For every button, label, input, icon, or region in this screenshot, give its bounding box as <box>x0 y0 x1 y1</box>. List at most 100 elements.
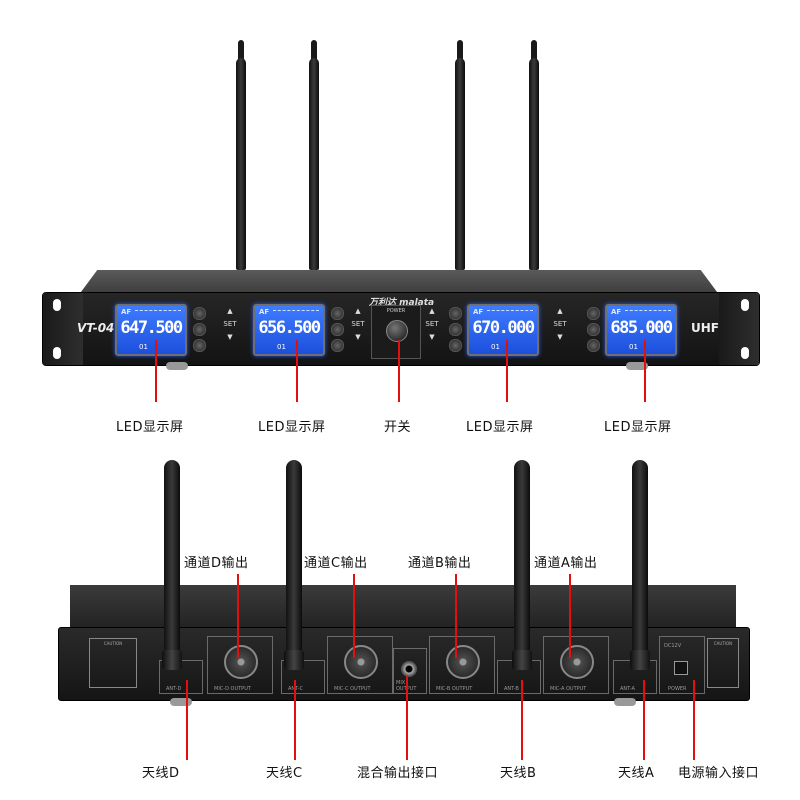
mic-b-panel: MIC-B OUTPUT <box>429 636 495 694</box>
label-lcd-2: LED显示屏 <box>258 420 326 435</box>
callout-line <box>398 340 400 402</box>
label-output-d: 通道D输出 <box>184 556 249 571</box>
down-arrow-icon[interactable]: ▼ <box>429 333 435 341</box>
label-output-a: 通道A输出 <box>534 556 598 571</box>
back-top-cover <box>70 585 736 629</box>
channel-button[interactable] <box>587 339 600 352</box>
callout-line <box>506 340 508 402</box>
band-label: UHF <box>691 321 719 335</box>
up-arrow-icon[interactable]: ▲ <box>429 307 435 315</box>
label-lcd-3: LED显示屏 <box>466 420 534 435</box>
lcd-frequency: 647.500 <box>120 318 183 338</box>
mix-output-panel: MIX OUTPUT <box>393 648 427 694</box>
button-column-3 <box>449 307 462 355</box>
channel-button[interactable] <box>331 323 344 336</box>
set-controls-2: ▲ SET ▼ <box>347 305 369 344</box>
set-button[interactable]: SET <box>553 320 567 328</box>
power-label: POWER <box>386 308 406 314</box>
lcd-display-2: AF 656.500 01 <box>253 304 325 356</box>
channel-button[interactable] <box>331 307 344 320</box>
antenna-3 <box>455 58 465 270</box>
antenna-b <box>514 460 530 670</box>
set-controls-4: ▲ SET ▼ <box>549 305 571 344</box>
callout-line <box>294 680 296 760</box>
label-output-c: 通道C输出 <box>304 556 368 571</box>
brand-logo: 万利达 malata <box>369 298 435 308</box>
channel-button[interactable] <box>193 307 206 320</box>
set-button[interactable]: SET <box>223 320 237 328</box>
label-mix-output: 混合输出接口 <box>357 766 439 781</box>
rubber-foot <box>614 698 636 706</box>
rubber-foot <box>170 698 192 706</box>
antenna-connector <box>630 650 650 670</box>
label-antenna-c: 天线C <box>266 766 303 781</box>
xlr-output-b[interactable] <box>446 645 480 679</box>
channel-button[interactable] <box>587 323 600 336</box>
channel-button[interactable] <box>193 339 206 352</box>
power-knob[interactable] <box>386 320 408 342</box>
label-antenna-d: 天线D <box>142 766 180 781</box>
mix-output-jack[interactable] <box>401 661 417 677</box>
mic-d-panel: MIC-D OUTPUT <box>207 636 273 694</box>
mic-c-panel: MIC-C OUTPUT <box>327 636 393 694</box>
caution-sticker: CAUTION <box>89 638 137 688</box>
channel-button[interactable] <box>449 323 462 336</box>
xlr-output-d[interactable] <box>224 645 258 679</box>
antenna-tip <box>311 40 317 62</box>
lcd-display-4: AF 685.000 01 <box>605 304 677 356</box>
label-antenna-a: 天线A <box>618 766 655 781</box>
lcd-display-1: AF 647.500 01 <box>115 304 187 356</box>
callout-line <box>353 574 355 658</box>
antenna-d <box>164 460 180 670</box>
xlr-output-c[interactable] <box>344 645 378 679</box>
callout-line <box>644 340 646 402</box>
callout-line <box>569 574 571 658</box>
dc-input-socket[interactable] <box>674 661 688 675</box>
callout-line <box>521 680 523 760</box>
set-button[interactable]: SET <box>425 320 439 328</box>
channel-button[interactable] <box>193 323 206 336</box>
lcd-frequency: 685.000 <box>610 318 673 338</box>
antenna-1 <box>236 58 246 270</box>
lcd-channel: 01 <box>139 343 148 351</box>
lcd-channel: 01 <box>491 343 500 351</box>
callout-line <box>296 340 298 402</box>
rack-ear-right <box>719 293 759 365</box>
label-power-switch: 开关 <box>384 420 412 435</box>
lcd-frequency: 670.000 <box>472 318 535 338</box>
antenna-connector <box>284 650 304 670</box>
callout-line <box>237 574 239 658</box>
callout-line <box>155 340 157 402</box>
xlr-output-a[interactable] <box>560 645 594 679</box>
antenna-tip <box>531 40 537 62</box>
button-column-2 <box>331 307 344 355</box>
label-lcd-4: LED显示屏 <box>604 420 672 435</box>
down-arrow-icon[interactable]: ▼ <box>355 333 361 341</box>
lcd-channel: 01 <box>629 343 638 351</box>
antenna-connector <box>512 650 532 670</box>
power-input-panel: DC12V POWER <box>659 636 705 694</box>
power-block: POWER <box>371 305 421 359</box>
set-controls-1: ▲ SET ▼ <box>219 305 241 344</box>
antenna-c <box>286 460 302 670</box>
lcd-frequency: 656.500 <box>258 318 321 338</box>
up-arrow-icon[interactable]: ▲ <box>557 307 563 315</box>
up-arrow-icon[interactable]: ▲ <box>227 307 233 315</box>
antenna-tip <box>457 40 463 62</box>
antenna-4 <box>529 58 539 270</box>
label-lcd-1: LED显示屏 <box>116 420 184 435</box>
set-button[interactable]: SET <box>351 320 365 328</box>
down-arrow-icon[interactable]: ▼ <box>557 333 563 341</box>
down-arrow-icon[interactable]: ▼ <box>227 333 233 341</box>
lcd-display-3: AF 670.000 01 <box>467 304 539 356</box>
up-arrow-icon[interactable]: ▲ <box>355 307 361 315</box>
caution-sticker: CAUTION <box>707 638 739 688</box>
channel-button[interactable] <box>449 339 462 352</box>
channel-button[interactable] <box>587 307 600 320</box>
set-controls-3: ▲ SET ▼ <box>421 305 443 344</box>
callout-line <box>693 680 695 760</box>
channel-button[interactable] <box>449 307 462 320</box>
callout-line <box>455 574 457 658</box>
front-panel: VT-04 UHF 万利达 malata AF 647.500 01 ▲ SET… <box>42 292 760 366</box>
channel-button[interactable] <box>331 339 344 352</box>
